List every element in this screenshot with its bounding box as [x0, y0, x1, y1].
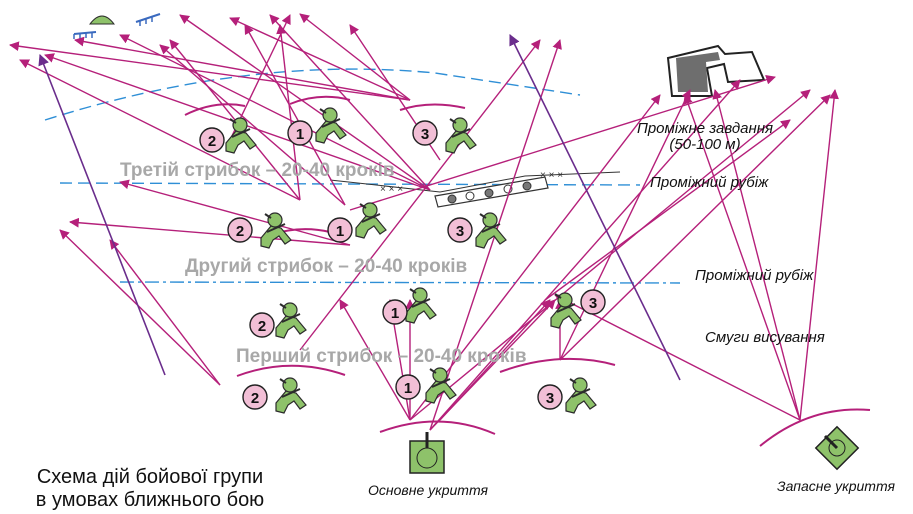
marker-label: 1: [336, 223, 344, 240]
objective-building: [666, 44, 766, 97]
soldier-3-first: [550, 292, 582, 329]
svg-text:× × ×: × × ×: [380, 184, 403, 195]
marker-label: 3: [546, 390, 554, 407]
main-cover: [409, 432, 445, 474]
movement-arrows: [9, 13, 839, 431]
caption-line-2: в умовах ближнього бою: [36, 489, 264, 511]
reserve-cover: [814, 425, 860, 471]
marker-label: 2: [208, 133, 216, 150]
intermediate-line-label-2: Проміжний рубіж: [695, 267, 814, 284]
soldier-2-start: [275, 377, 307, 414]
soldier-1-second: [355, 202, 387, 239]
number-markers: 2 1 3 2 1 3 2 1 3 2 1 3: [199, 120, 606, 410]
marker-label: 2: [236, 223, 244, 240]
soldier-3-start: [565, 377, 597, 414]
embrasure-obstacle: [434, 176, 549, 208]
marker-label: 1: [391, 305, 399, 322]
marker-label: 3: [456, 223, 464, 240]
marker-label: 3: [589, 295, 597, 312]
jump-label-third: Третій стрибок – 20-40 кроків: [120, 160, 395, 181]
jump-label-first: Перший стрибок – 20-40 кроків: [236, 346, 527, 367]
dark-arrows: [38, 33, 681, 381]
intermediate-line-label-1: Проміжний рубіж: [650, 174, 769, 191]
enemy-position: [73, 13, 161, 39]
wire-obstacle: × × × × × ×: [329, 170, 621, 195]
main-cover-label: Основне укриття: [368, 482, 488, 498]
caption-line-1: Схема дій бойової групи: [37, 466, 263, 488]
objective-label: Проміжне завдання: [637, 120, 773, 137]
advance-lanes-label: Смуги висування: [705, 329, 825, 346]
soldier-3-second: [475, 212, 507, 249]
svg-text:× × ×: × × ×: [540, 170, 563, 181]
jump-label-second: Другий стрибок – 20-40 кроків: [185, 256, 467, 277]
soldier-3-third: [445, 117, 477, 154]
reserve-cover-label: Запасне укриття: [777, 478, 895, 494]
soldier-2-first: [275, 302, 307, 339]
objective-distance: (50-100 м): [669, 136, 740, 153]
marker-label: 2: [251, 390, 259, 407]
boundary-lines: [44, 68, 681, 284]
marker-label: 1: [296, 126, 304, 143]
marker-label: 2: [258, 318, 266, 335]
marker-label: 1: [404, 380, 412, 397]
marker-label: 3: [421, 126, 429, 143]
